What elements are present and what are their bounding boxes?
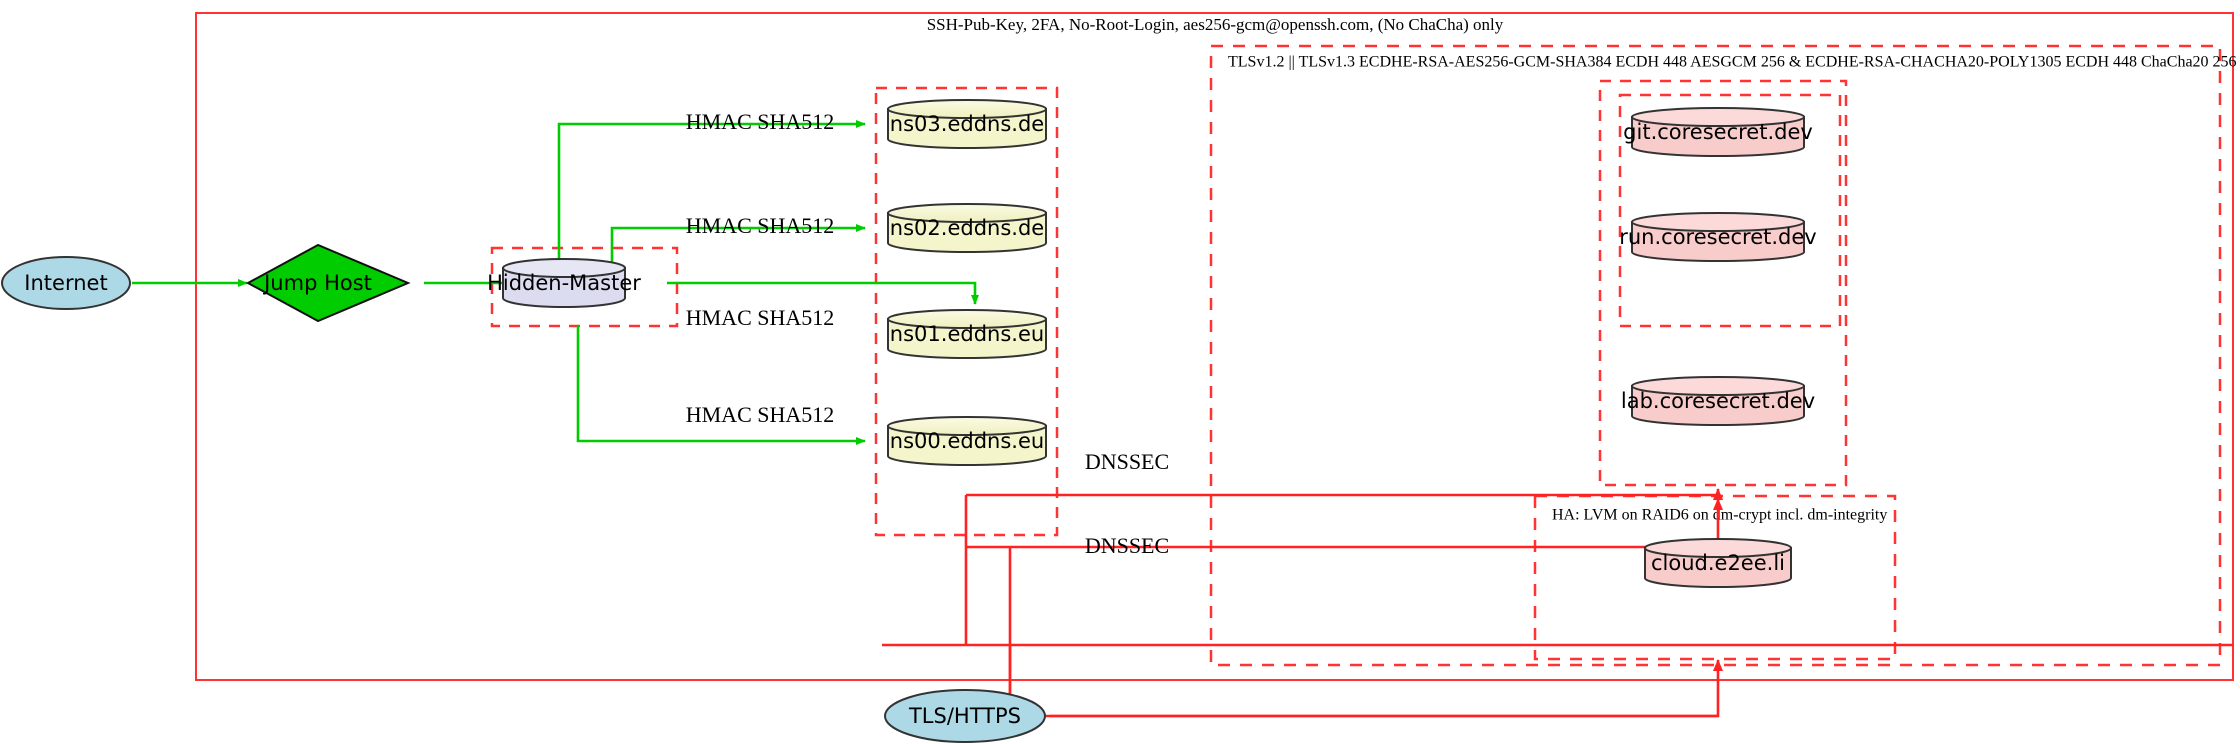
node-jumphost[interactable]: Jump Host — [245, 243, 411, 323]
node-jumphost-label: Jump Host — [262, 271, 372, 295]
edge-hiddenmaster-ns02 — [610, 224, 866, 270]
edge-label-hmac-ns03: HMAC SHA512 — [686, 109, 835, 134]
edge-label-dnssec-upper: DNSSEC — [1085, 449, 1169, 474]
node-tlshttps[interactable]: TLS/HTTPS — [884, 689, 1046, 743]
node-ns03[interactable]: ns03.eddns.de — [887, 99, 1047, 149]
edge-dnssec-coresecret — [966, 488, 1723, 500]
node-ns03-label: ns03.eddns.de — [890, 112, 1044, 136]
edge-label-hmac-ns02: HMAC SHA512 — [686, 213, 835, 238]
node-hiddenmaster[interactable]: Hidden-Master — [487, 258, 641, 308]
edge-tlshttps-ha — [1040, 659, 1723, 718]
node-ns01-label: ns01.eddns.eu — [890, 322, 1044, 346]
node-cloud-label: cloud.e2ee.li — [1651, 551, 1785, 575]
node-hiddenmaster-label: Hidden-Master — [487, 271, 641, 295]
node-git[interactable]: git.coresecret.dev — [1623, 107, 1813, 157]
cluster-label-outer-ssh: SSH-Pub-Key, 2FA, No-Root-Login, aes256-… — [927, 15, 1504, 34]
edge-label-hmac-ns00: HMAC SHA512 — [686, 402, 835, 427]
cluster-dns-zone — [874, 86, 1059, 537]
node-cloud[interactable]: cloud.e2ee.li — [1644, 538, 1792, 588]
node-tlshttps-label: TLS/HTTPS — [908, 704, 1021, 728]
cluster-label-tls-policy: TLSv1.2 || TLSv1.3 ECDHE-RSA-AES256-GCM-… — [1228, 54, 2237, 71]
node-run[interactable]: run.coresecret.dev — [1619, 212, 1817, 262]
edge-label-dnssec-lower: DNSSEC — [1085, 533, 1169, 558]
cluster-coresecret-inner-zone — [1618, 93, 1842, 328]
node-ns02-label: ns02.eddns.de — [890, 216, 1044, 240]
node-lab[interactable]: lab.coresecret.dev — [1621, 376, 1815, 426]
node-ns00-label: ns00.eddns.eu — [890, 429, 1044, 453]
cluster-label-ha-storage: HA: LVM on RAID6 on dm-crypt incl. dm-in… — [1552, 507, 1887, 524]
cluster-hidden-master-zone — [490, 246, 679, 328]
edge-hiddenmaster-ns00 — [576, 326, 866, 445]
node-ns00[interactable]: ns00.eddns.eu — [887, 416, 1047, 466]
node-ns01[interactable]: ns01.eddns.eu — [887, 309, 1047, 359]
cluster-coresecret-zone — [1598, 79, 1848, 487]
node-lab-label: lab.coresecret.dev — [1621, 389, 1815, 413]
edge-hiddenmaster-ns01 — [667, 281, 979, 305]
node-internet-label: Internet — [24, 271, 107, 295]
edge-hiddenmaster-ns03 — [557, 120, 866, 270]
node-run-label: run.coresecret.dev — [1619, 225, 1817, 249]
node-internet[interactable]: Internet — [1, 256, 131, 310]
cluster-outer-ssh — [195, 12, 2234, 681]
node-git-label: git.coresecret.dev — [1623, 120, 1813, 144]
node-ns02[interactable]: ns02.eddns.de — [887, 203, 1047, 253]
edge-label-hmac-ns01: HMAC SHA512 — [686, 305, 835, 330]
